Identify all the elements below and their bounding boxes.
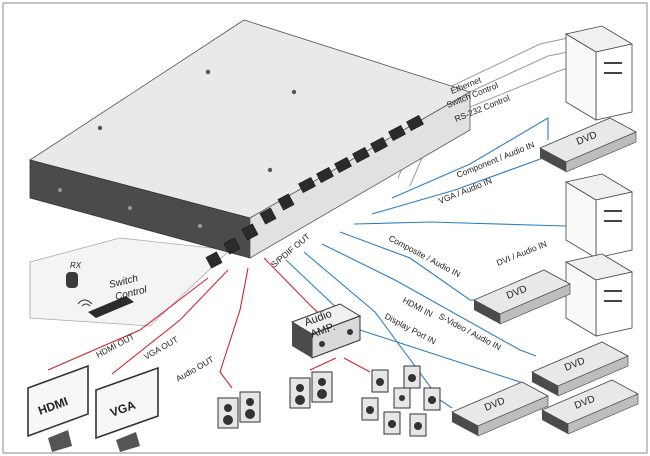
dvi-audio-in-label: DVI / Audio IN <box>495 239 548 268</box>
output-cables <box>47 257 371 389</box>
hdmi-monitor: HDMI <box>27 364 89 452</box>
dvd-player: DVD <box>451 381 549 437</box>
audio-amp: Audio AMP. <box>290 303 362 359</box>
ir-receiver: RX <box>66 261 82 288</box>
composite-audio-in-label: Composite / Audio IN <box>387 233 462 279</box>
hdmi-out-label: HDMI OUT <box>94 331 136 360</box>
computer-tower <box>564 173 634 259</box>
hdmi-in-label: HDMI IN <box>401 295 434 319</box>
remote-control <box>77 296 134 318</box>
dvd-player: DVD <box>539 117 637 173</box>
rx-label: RX <box>70 261 82 270</box>
vga-audio-in-label: VGA / Audio IN <box>437 175 493 206</box>
component-audio-in-label: Component / Audio IN <box>455 139 536 179</box>
surround-speakers <box>361 365 441 437</box>
speaker <box>289 371 333 409</box>
matrix-switcher <box>29 19 471 269</box>
audio-out-label: Audio OUT <box>174 354 215 384</box>
dvd-player: DVD <box>531 341 629 397</box>
computer-tower <box>564 253 634 337</box>
computer-tower <box>564 25 634 121</box>
vga-out-label: VGA OUT <box>142 334 180 362</box>
dvd-player: DVD <box>541 379 639 435</box>
vga-monitor: VGA <box>95 366 159 452</box>
dvd-player: DVD <box>473 269 571 325</box>
speaker <box>217 391 261 429</box>
